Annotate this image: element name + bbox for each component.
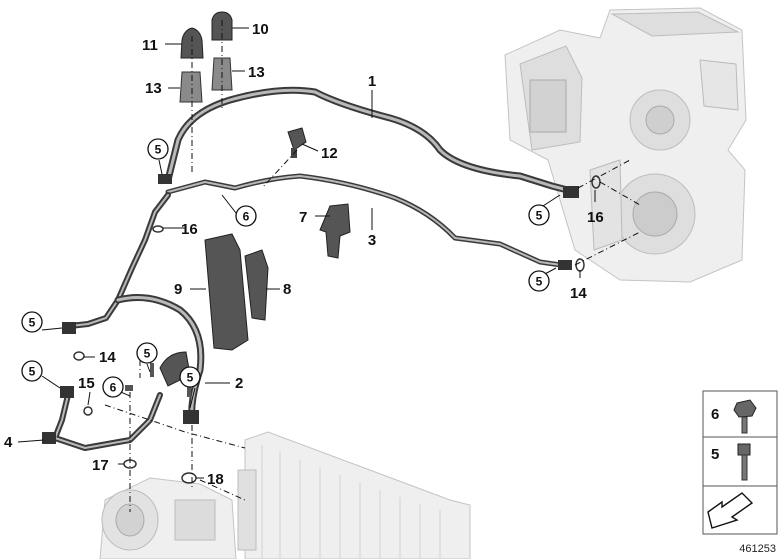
svg-text:5: 5	[29, 365, 36, 379]
o-ring-16	[152, 225, 164, 233]
o-ring-14	[73, 351, 85, 361]
callout-6-circle-b: 6	[102, 376, 124, 398]
pressure-sensor-12	[287, 127, 307, 151]
callout-10: 10	[252, 21, 269, 38]
callout-5-circle-d: 5	[21, 311, 43, 333]
callout-4: 4	[4, 434, 13, 451]
callout-1: 1	[368, 73, 376, 90]
reference-number: 461253	[739, 543, 776, 555]
svg-text:5: 5	[536, 209, 543, 223]
refrigerant-pipes	[52, 86, 579, 451]
callout-5-circle-a: 5	[147, 138, 169, 160]
boot-13-left	[179, 71, 203, 103]
callout-14-right: 14	[570, 285, 587, 302]
o-ring-15	[83, 406, 93, 416]
center-lines	[104, 20, 641, 512]
cover-8	[244, 249, 269, 321]
callout-numbers: 1 2 3 4 7 8 9 10 11 12 13 13 14 14 15 16…	[4, 21, 604, 488]
callout-9: 9	[174, 281, 182, 298]
cover-9	[204, 233, 249, 351]
callout-18: 18	[207, 471, 224, 488]
o-ring-14-right	[575, 258, 585, 272]
legend-panel: 6 5	[702, 390, 778, 535]
callout-16-left: 16	[181, 221, 198, 238]
callout-13-right: 13	[248, 64, 265, 81]
callout-17: 17	[92, 457, 109, 474]
bracket-7	[319, 203, 351, 259]
svg-text:5: 5	[711, 446, 719, 463]
callout-15: 15	[78, 375, 95, 392]
circled-callouts: 5 6 5 5 5 5 5 5	[21, 138, 550, 398]
callout-2: 2	[235, 375, 243, 392]
callout-13-left: 13	[145, 80, 162, 97]
callout-5-circle-g: 5	[179, 366, 201, 388]
callout-11: 11	[142, 37, 158, 54]
callout-8: 8	[283, 281, 291, 298]
svg-text:5: 5	[155, 143, 162, 157]
legend-item-5: 5	[711, 443, 751, 481]
direction-arrow-icon	[707, 492, 754, 529]
legend-item-6: 6	[711, 399, 757, 434]
callout-5-circle-f: 5	[21, 360, 43, 382]
callout-5-circle-c: 5	[528, 270, 550, 292]
svg-text:5: 5	[536, 275, 543, 289]
flange-bolt-icon	[733, 399, 757, 434]
svg-text:6: 6	[243, 210, 250, 224]
svg-text:5: 5	[144, 347, 151, 361]
o-ring-18	[181, 472, 197, 484]
callout-5-circle-b: 5	[528, 204, 550, 226]
condenser	[237, 431, 471, 559]
hvac-unit	[504, 7, 747, 283]
small-parts	[42, 11, 601, 484]
svg-text:5: 5	[29, 316, 36, 330]
callout-5-circle-e: 5	[136, 342, 158, 364]
bolt-icon	[737, 443, 751, 481]
cap-11	[180, 27, 204, 59]
callout-12: 12	[321, 145, 338, 162]
callout-3: 3	[368, 232, 376, 249]
clamp	[158, 174, 172, 184]
svg-text:6: 6	[110, 381, 117, 395]
callout-6-circle-a: 6	[235, 205, 257, 227]
compressor	[99, 477, 237, 559]
callout-16-right: 16	[587, 209, 604, 226]
callout-14-left: 14	[99, 349, 116, 366]
svg-text:6: 6	[711, 406, 719, 423]
svg-text:5: 5	[187, 371, 194, 385]
callout-7: 7	[299, 209, 307, 226]
